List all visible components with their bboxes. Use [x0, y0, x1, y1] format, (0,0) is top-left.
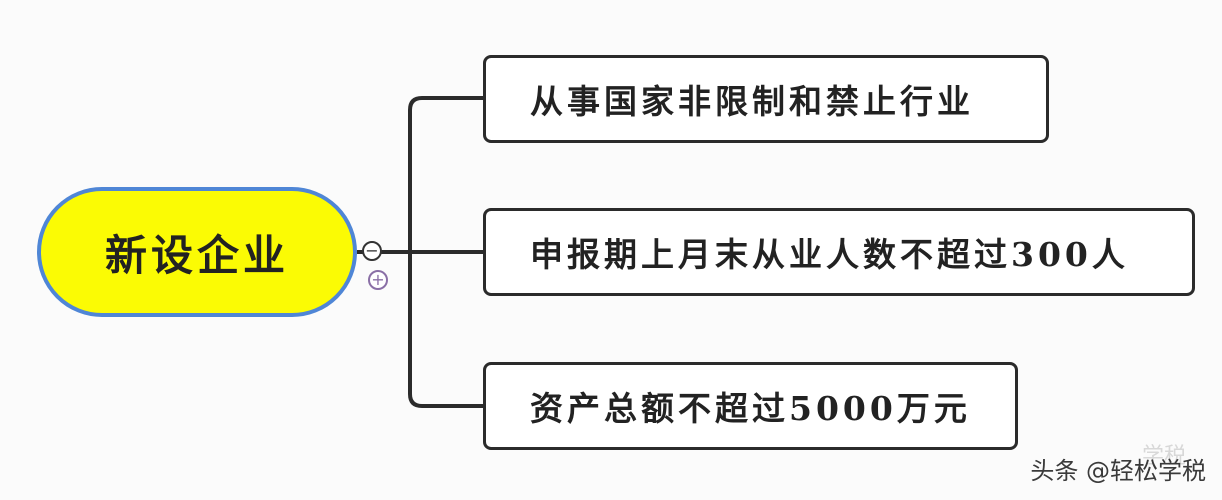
collapse-icon[interactable]: − — [362, 241, 382, 261]
child-node-label: 申报期上月末从业人数不超过300人 — [530, 235, 1129, 274]
expand-symbol: + — [371, 270, 385, 289]
root-node[interactable]: 新设企业 — [37, 187, 357, 317]
child-node-1[interactable]: 从事国家非限制和禁止行业 — [483, 55, 1049, 143]
child-node-2[interactable]: 申报期上月末从业人数不超过300人 — [483, 208, 1195, 296]
watermark-ghost: 学税 — [1142, 444, 1187, 469]
root-node-label: 新设企业 — [104, 230, 289, 280]
connector-trunk-vertical — [408, 96, 423, 408]
watermark: 头条 @轻松学税 — [1030, 457, 1206, 485]
collapse-symbol: − — [365, 241, 379, 260]
child-node-3[interactable]: 资产总额不超过5000万元 — [483, 362, 1018, 450]
expand-icon[interactable]: + — [368, 270, 388, 290]
child-node-label: 从事国家非限制和禁止行业 — [530, 82, 974, 121]
child-node-label: 资产总额不超过5000万元 — [530, 389, 971, 428]
